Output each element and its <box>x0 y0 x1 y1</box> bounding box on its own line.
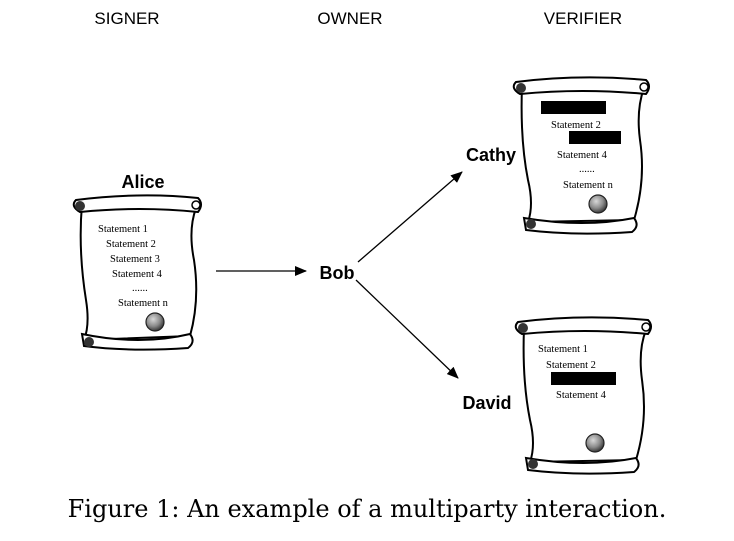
alice-statement-4: Statement 4 <box>112 269 163 280</box>
cathy-statement-n: Statement n <box>563 180 614 191</box>
arrow-bob-to-cathy <box>357 171 463 263</box>
alice-ellipsis: ...... <box>132 283 148 294</box>
alice-statement-3: Statement 3 <box>110 254 160 265</box>
cathy-statement-2: Statement 2 <box>551 120 601 131</box>
cathy-label: Cathy <box>466 145 516 165</box>
david-statement-2: Statement 2 <box>546 360 596 371</box>
bob-label: Bob <box>320 263 355 283</box>
cathy-scroll <box>512 76 650 235</box>
alice-statement-2: Statement 2 <box>106 239 156 250</box>
cathy-redaction-1 <box>541 101 606 114</box>
alice-label: Alice <box>121 172 164 192</box>
cathy-statement-4: Statement 4 <box>557 150 608 161</box>
david-label: David <box>462 393 511 413</box>
arrow-bob-to-david <box>355 279 459 379</box>
header-owner: OWNER <box>317 9 382 28</box>
alice-seal <box>145 312 165 332</box>
david-seal <box>585 433 605 453</box>
david-statement-1: Statement 1 <box>538 344 588 355</box>
cathy-redaction-2 <box>569 131 621 144</box>
alice-statement-n: Statement n <box>118 298 169 309</box>
cathy-seal <box>588 194 608 214</box>
header-verifier: VERIFIER <box>544 9 622 28</box>
david-statement-4: Statement 4 <box>556 390 607 401</box>
david-redaction <box>551 372 616 385</box>
alice-statement-1: Statement 1 <box>98 224 148 235</box>
david-scroll <box>514 316 652 475</box>
cathy-ellipsis: ...... <box>579 164 595 175</box>
figure-caption: Figure 1: An example of a multiparty int… <box>67 495 667 523</box>
alice-scroll <box>72 194 202 351</box>
header-signer: SIGNER <box>94 9 159 28</box>
